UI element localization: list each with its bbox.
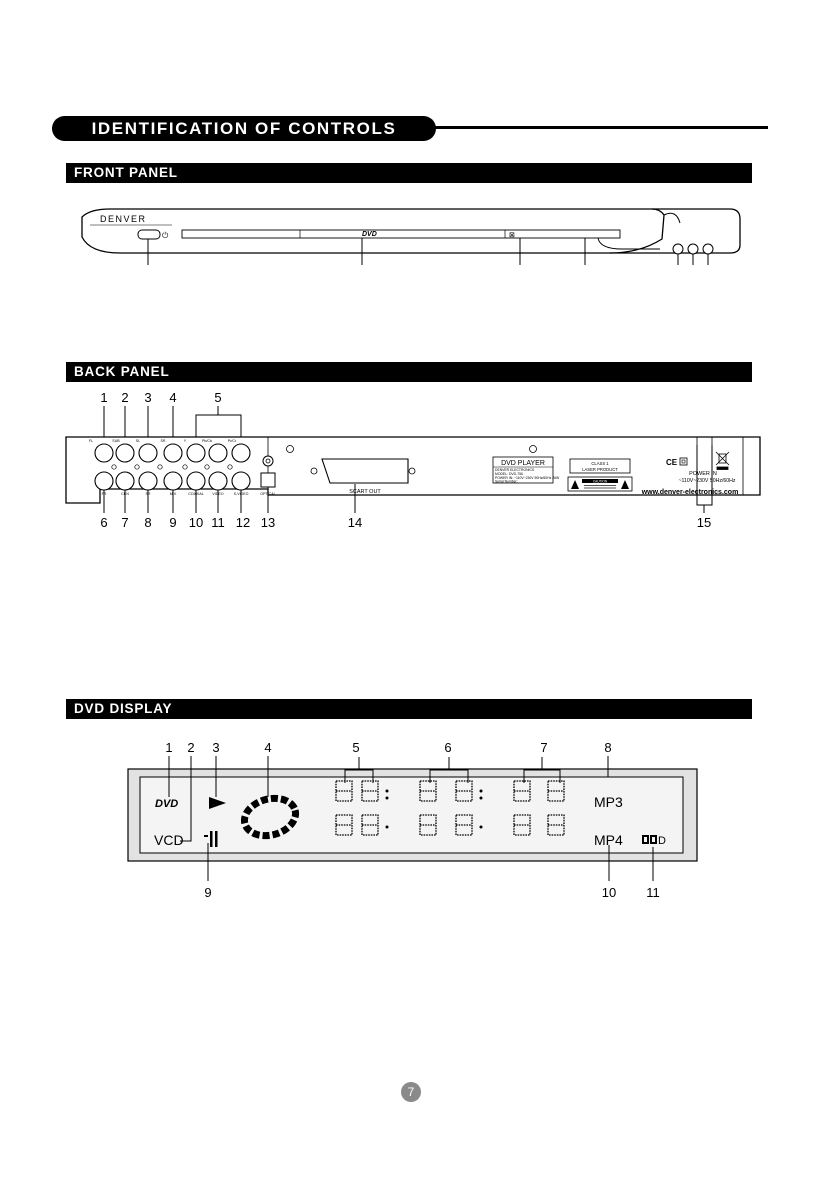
caution-title: CAUTION [593,479,608,483]
brand-logo: DENVER [100,214,147,224]
callout-2: 2 [121,390,128,405]
laser-line-2: LASER PRODUCT [582,467,618,472]
jack-fl [94,443,114,463]
power-in-spec: ~110V~230V 50Hz/60Hz [678,478,735,484]
dolby-digital-icon: D [642,835,666,847]
title-rule [432,126,768,129]
display-callout-4: 4 [264,740,271,755]
display-callout-7: 7 [540,740,547,755]
rating-label [492,456,554,484]
label-sub: SUB [112,439,120,443]
section-front-panel: FRONT PANEL [66,163,752,183]
display-screen [139,776,684,854]
callout-10: 10 [189,515,203,530]
display-callout-1: 1 [165,740,172,755]
dvd-logo: DVD [362,231,377,238]
display-callout-9: 9 [204,885,211,900]
laser-line-1: CLASS 1 [591,461,609,466]
label-sl: SL [136,439,140,443]
jack-fr [94,471,114,491]
jack-sr [163,443,183,463]
jack-pb [208,443,228,463]
front-panel-diagram: DENVER ⏻ DVD ⊠ [81,208,741,265]
callout-11: 11 [211,515,225,530]
display-callout-11: 11 [646,885,660,900]
callout-6: 6 [100,515,107,530]
callout-7: 7 [121,515,128,530]
callout-3: 3 [144,390,151,405]
power-icon: ⏻ [162,231,169,240]
section-dvd-display: DVD DISPLAY [66,699,752,719]
label-fl: FL [89,439,93,443]
label-y: Y [184,439,187,443]
website-label: www.denver-electronics.com [641,489,739,496]
callout-5: 5 [214,390,221,405]
callout-12: 12 [236,515,250,530]
jack-sub [115,443,135,463]
rating-line-3: POWER IN: ~110V~230V 50Hz/60Hz 26W [495,476,560,480]
jack-coaxial [186,471,206,491]
mp3-indicator: MP3 [594,794,623,810]
seven-segment-digits [335,780,565,836]
label-pr: Pr/Cr [228,439,237,443]
play-icon [209,797,226,809]
jack-video [208,471,228,491]
jack-svideo [231,471,251,491]
callout-13: 13 [261,515,275,530]
vcd-indicator: VCD [154,832,184,848]
callout-8: 8 [144,515,151,530]
front-button-1 [672,243,684,255]
standby-button [137,229,161,240]
callout-14: 14 [348,515,362,530]
optical-port [260,472,276,488]
callout-9: 9 [169,515,176,530]
ir-sensor-icon: ⊠ [509,232,515,239]
page-title: IDENTIFICATION OF CONTROLS [52,116,436,141]
callout-4: 4 [169,390,176,405]
pause-icon [204,831,218,847]
display-callout-8: 8 [604,740,611,755]
dvd-indicator: DVD [155,798,178,810]
scart-label: SCART OUT [349,489,381,495]
double-insulation-icon [679,457,688,466]
mp4-indicator: MP4 [594,832,623,848]
dvd-display-diagram: 1 2 3 4 5 6 7 8 DVD VCD [127,740,698,900]
display-callout-5: 5 [352,740,359,755]
scart-connector [321,458,409,484]
jack-pr [231,443,251,463]
front-leader-lines [147,238,709,265]
front-button-3 [702,243,714,255]
front-button-2 [687,243,699,255]
page-number: 7 [401,1082,421,1102]
jack-sr2 [138,471,158,491]
display-callout-3: 3 [212,740,219,755]
rating-line-4: Serial Number: [495,480,518,484]
jack-mix [163,471,183,491]
laser-label [569,458,631,474]
back-panel-diagram: 1 2 3 4 5 [65,390,761,530]
callout-15: 15 [697,515,711,530]
label-sr: SR [161,439,166,443]
rating-line-1: DENVER ELECTRONICS [495,468,535,472]
weee-bin-icon [715,451,730,470]
section-back-panel: BACK PANEL [66,362,752,382]
jack-cen [115,471,135,491]
rating-title: DVD PLAYER [501,460,545,467]
label-pb: Pb/Cb [202,439,212,443]
callout-1: 1 [100,390,107,405]
svg-text:D: D [658,835,666,847]
rating-line-2: MODEL: DVD-756 [495,472,523,476]
display-callout-10: 10 [602,885,616,900]
power-in-label: POWER IN [689,471,717,477]
display-callout-6: 6 [444,740,451,755]
jack-sl [138,443,158,463]
jack-y [186,443,206,463]
ce-mark-icon: CE [666,458,678,467]
display-callout-2: 2 [187,740,194,755]
